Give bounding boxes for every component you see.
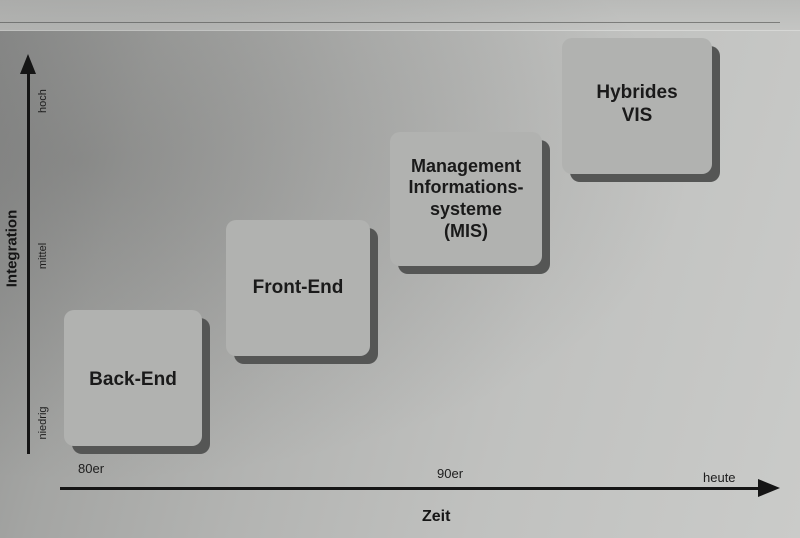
x-axis-line bbox=[60, 487, 762, 490]
box-mis-line-2: Informations- bbox=[408, 177, 524, 198]
x-tick-80s: 80er bbox=[78, 461, 105, 476]
y-axis-line bbox=[27, 68, 30, 454]
box-hybrid-line-2: VIS bbox=[621, 104, 653, 126]
x-axis-title: Zeit bbox=[422, 508, 451, 525]
box-mis: Management Informations- systeme (MIS) bbox=[390, 132, 542, 266]
page-top-rule bbox=[0, 22, 780, 23]
x-tick-today: heute bbox=[703, 470, 736, 485]
box-front-end-label: Front-End bbox=[252, 276, 344, 298]
y-tick-low: niedrig bbox=[37, 406, 49, 440]
box-mis-line-4: (MIS) bbox=[444, 220, 488, 241]
box-mis-line-3: systeme bbox=[429, 199, 503, 219]
box-hybrid-vis: Hybrides VIS bbox=[562, 38, 712, 174]
box-back-end-label: Back-End bbox=[89, 368, 177, 390]
y-tick-high: hoch bbox=[37, 89, 49, 113]
x-tick-90s: 90er bbox=[437, 466, 464, 481]
y-axis-title: Integration bbox=[3, 209, 21, 288]
box-back-end: Back-End bbox=[64, 310, 202, 446]
box-hybrid-line-1: Hybrides bbox=[596, 82, 678, 103]
x-axis-arrowhead bbox=[758, 479, 780, 497]
box-mis-line-1: Management bbox=[410, 155, 522, 176]
page-top-edge bbox=[0, 0, 800, 31]
y-axis-arrowhead bbox=[20, 54, 36, 74]
y-tick-medium: mittel bbox=[37, 242, 49, 270]
box-front-end: Front-End bbox=[226, 220, 370, 356]
